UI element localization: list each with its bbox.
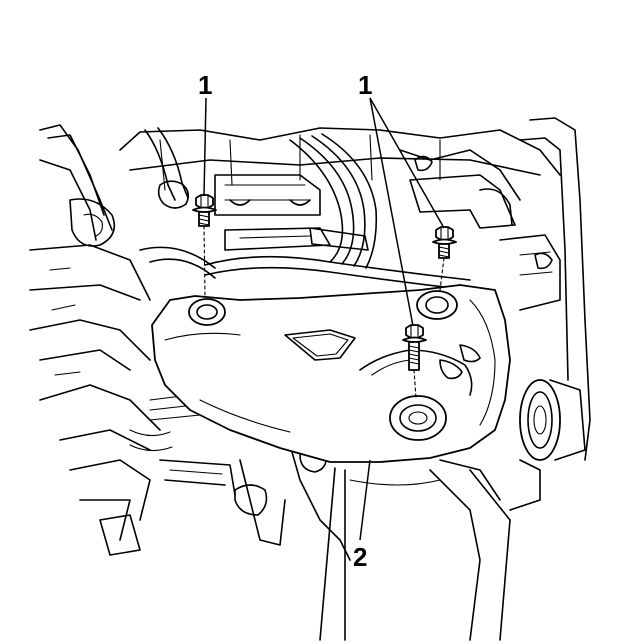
shield-mounting-holes [188, 290, 458, 441]
engine-background [29, 117, 591, 641]
callout-leaders [203, 97, 445, 541]
bolt-right-upper [432, 226, 457, 291]
bolt-left [192, 194, 217, 297]
bolt-center [402, 324, 427, 399]
callout-label-bolt-right: 1 [358, 70, 372, 100]
callout-label-heat-shield: 2 [353, 542, 367, 572]
callout-label-bolt-left: 1 [198, 70, 212, 100]
